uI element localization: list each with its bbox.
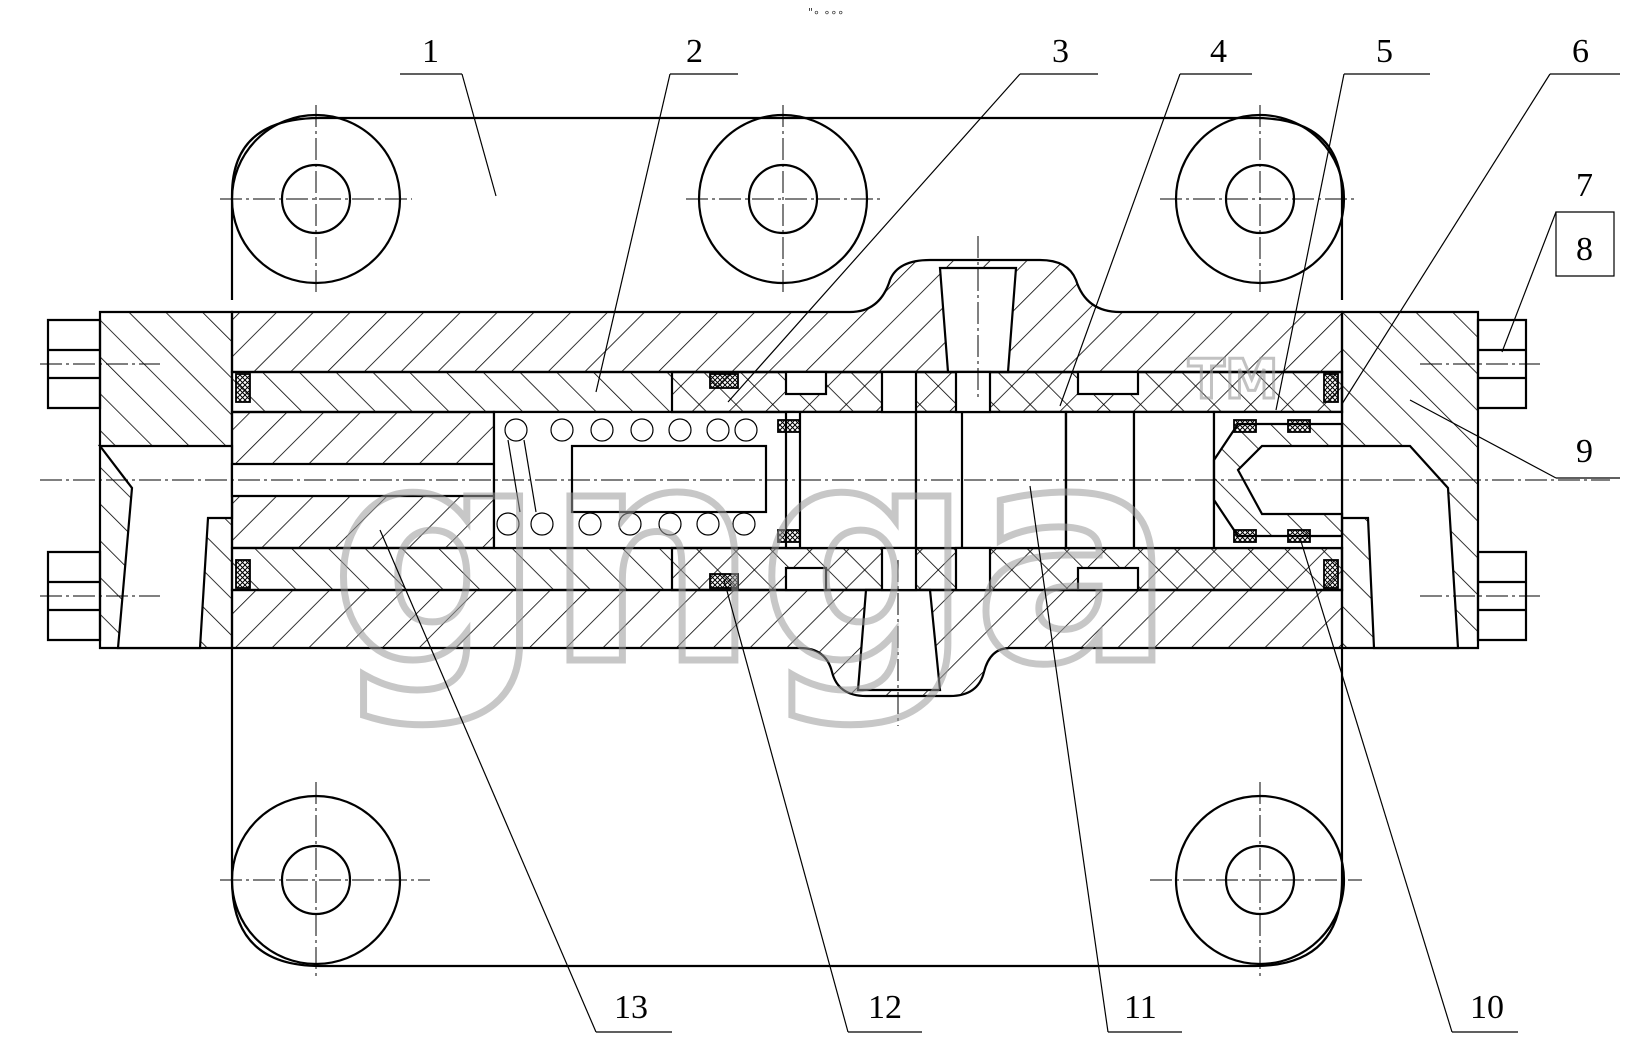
callout-13: 13 bbox=[614, 989, 648, 1026]
callout-6: 6 bbox=[1572, 33, 1589, 70]
watermark: gnga TM bbox=[327, 347, 1281, 735]
leader-lines bbox=[379, 73, 1620, 1033]
watermark-trademark: TM bbox=[1188, 348, 1279, 411]
callout-1: 1 bbox=[422, 33, 439, 70]
mounting-hole-bottom-right bbox=[1150, 782, 1362, 980]
callout-8: 8 bbox=[1576, 231, 1593, 268]
callout-5: 5 bbox=[1376, 33, 1393, 70]
callout-9: 9 bbox=[1576, 433, 1593, 470]
callout-3: 3 bbox=[1052, 33, 1069, 70]
mounting-hole-top-center bbox=[686, 105, 880, 292]
header-mark: "∘ ∘∘∘ bbox=[808, 6, 844, 19]
callout-2: 2 bbox=[686, 33, 703, 70]
valve-housing bbox=[97, 258, 1480, 698]
callout-labels: 1 2 3 4 5 6 7 8 9 10 11 12 13 bbox=[422, 33, 1593, 1026]
callout-11: 11 bbox=[1124, 989, 1157, 1026]
watermark-text: gnga bbox=[330, 382, 1176, 731]
callout-7: 7 bbox=[1576, 167, 1593, 204]
centerlines bbox=[40, 236, 1610, 726]
callout-12: 12 bbox=[868, 989, 902, 1026]
seals bbox=[235, 373, 1339, 589]
mounting-hole-top-right bbox=[1160, 105, 1356, 292]
callout-10: 10 bbox=[1470, 989, 1504, 1026]
body-plate bbox=[220, 105, 1362, 980]
mounting-hole-bottom-left bbox=[220, 782, 430, 980]
spring bbox=[496, 418, 758, 536]
callout-4: 4 bbox=[1210, 33, 1227, 70]
end-bolts bbox=[46, 318, 1528, 642]
mounting-hole-top-left bbox=[220, 105, 412, 292]
